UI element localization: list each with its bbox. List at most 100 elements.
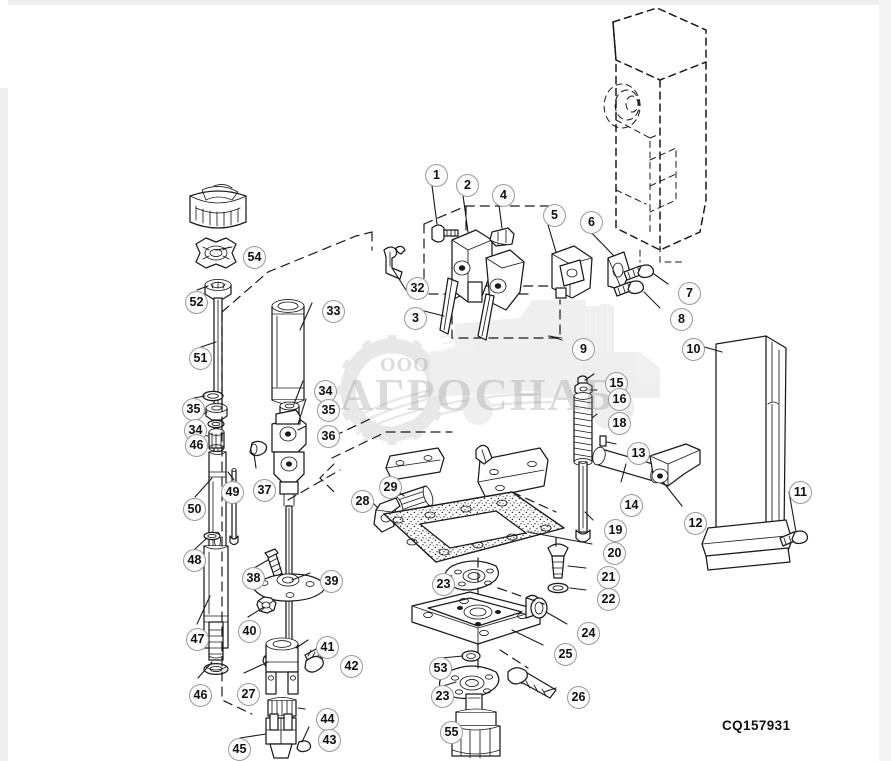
callout-43[interactable]: 43 [318,729,341,752]
callout-8[interactable]: 8 [670,308,693,331]
callout-25[interactable]: 25 [554,643,577,666]
assembly-reference-lines-center [477,491,557,669]
part-2-bracket [439,229,493,335]
callout-34[interactable]: 34 [314,380,337,403]
callout-23[interactable]: 23 [431,685,454,708]
callout-46[interactable]: 46 [185,434,208,457]
callout-50[interactable]: 50 [183,498,206,521]
callout-3[interactable]: 3 [404,307,427,330]
assembly-reference-lines-left [221,231,453,715]
part-52-nut [204,279,232,300]
part-7-bolt [623,264,655,281]
part-5-housing-block [551,245,593,299]
part-46-washer-bottom [203,662,229,676]
callout-4[interactable]: 4 [492,184,515,207]
page-edge-left-white [0,0,8,88]
callout-41[interactable]: 41 [316,636,339,659]
part-43-pin [296,740,312,753]
part-cap-top [189,183,247,229]
side-bracket-left [385,447,445,481]
part-33-cylinder [271,299,305,405]
part-32-clip [383,245,406,280]
callout-55[interactable]: 55 [440,721,463,744]
part-35-washer-left [202,390,224,402]
callout-21[interactable]: 21 [597,566,620,589]
part-54-star-washer [195,237,237,269]
part-3-bracket [477,249,525,341]
callout-18[interactable]: 18 [608,412,631,435]
callout-48[interactable]: 48 [183,549,206,572]
callout-12[interactable]: 12 [684,512,707,535]
watermark-graphic [337,300,660,445]
callout-13[interactable]: 13 [627,442,650,465]
page-edge-right [879,0,891,761]
part-37-pin [249,440,268,457]
callout-33[interactable]: 33 [322,300,345,323]
part-36-universal-joint [271,409,307,641]
callout-49[interactable]: 49 [221,481,244,504]
callout-54[interactable]: 54 [243,246,266,269]
callout-1[interactable]: 1 [425,164,448,187]
callout-14[interactable]: 14 [620,494,643,517]
callout-20[interactable]: 20 [603,542,626,565]
part-8-bolt [613,280,645,297]
callout-7[interactable]: 7 [678,282,701,305]
part-washer-left-2 [207,419,225,429]
callout-23[interactable]: 23 [432,573,455,596]
callout-45[interactable]: 45 [228,738,251,761]
part-41-yoke [265,637,299,695]
part-12-bellcrank [649,443,701,487]
part-23-flange-upper [444,560,499,591]
callout-32[interactable]: 32 [406,277,429,300]
callout-35[interactable]: 35 [182,398,205,421]
callout-11[interactable]: 11 [789,481,812,504]
part-26-screw [507,667,557,699]
page-edge-top [0,0,891,5]
callout-52[interactable]: 52 [185,291,208,314]
callout-19[interactable]: 19 [604,519,627,542]
callout-38[interactable]: 38 [242,567,265,590]
callout-6[interactable]: 6 [580,211,603,234]
callout-40[interactable]: 40 [238,620,261,643]
part-34-nut-left [205,403,228,421]
callout-5[interactable]: 5 [543,204,566,227]
callout-26[interactable]: 26 [567,686,590,709]
callout-22[interactable]: 22 [597,588,620,611]
callout-42[interactable]: 42 [340,655,363,678]
callout-24[interactable]: 24 [577,622,600,645]
callout-44[interactable]: 44 [316,708,339,731]
callout-9[interactable]: 9 [572,338,595,361]
part-24-oval-washer [530,597,548,619]
part-47-plunger [203,545,229,661]
callout-28[interactable]: 28 [351,490,374,513]
phantom-housing-outline [603,7,707,263]
part-20-gasket-plate [383,491,565,563]
part-16-washer [574,382,593,396]
part-1-screw [431,224,459,243]
callout-2[interactable]: 2 [456,174,479,197]
part-23-flange-lower [438,665,500,700]
callout-51[interactable]: 51 [189,347,212,370]
callout-37[interactable]: 37 [253,479,276,502]
part-10-pedestal-column [701,335,793,571]
callout-29[interactable]: 29 [379,476,402,499]
page-edge-left [0,0,8,761]
part-21-plug [547,543,569,579]
callout-39[interactable]: 39 [320,570,343,593]
callout-10[interactable]: 10 [682,338,705,361]
callout-46[interactable]: 46 [189,684,212,707]
part-40-toothed-washer [256,596,277,614]
part-45-nozzle [265,713,297,759]
callout-53[interactable]: 53 [429,657,452,680]
part-22-washer [547,582,569,594]
callout-47[interactable]: 47 [186,628,209,651]
callout-35[interactable]: 35 [317,399,340,422]
callout-36[interactable]: 36 [317,425,340,448]
part-46-bushing-left-top [208,428,225,452]
part-48-oring [203,531,221,541]
part-4-clip [489,227,515,247]
callout-16[interactable]: 16 [608,388,631,411]
callout-27[interactable]: 27 [237,683,260,706]
